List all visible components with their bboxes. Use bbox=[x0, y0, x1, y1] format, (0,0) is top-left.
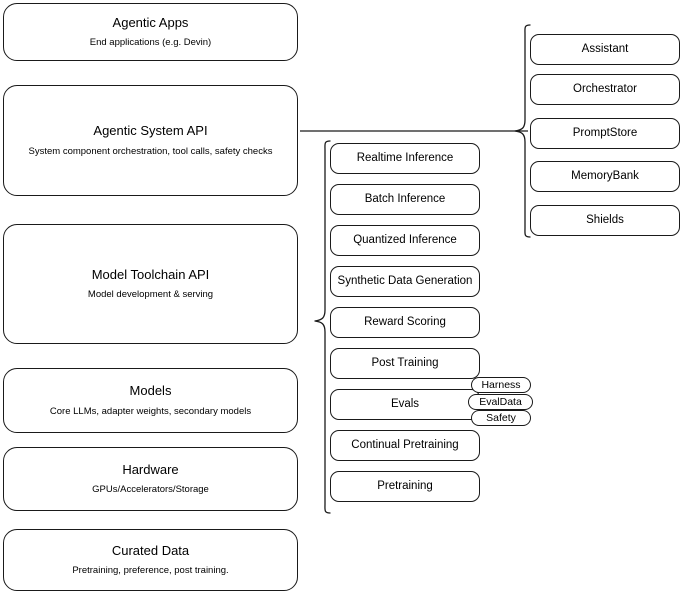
layer-subtitle: Model development & serving bbox=[87, 289, 214, 301]
eval-pill-safety[interactable]: Safety bbox=[471, 410, 531, 426]
capability-label: Realtime Inference bbox=[356, 152, 454, 165]
capability-label: Quantized Inference bbox=[353, 234, 457, 247]
capability-label: Reward Scoring bbox=[364, 316, 446, 329]
capability-post-training[interactable]: Post Training bbox=[330, 348, 480, 379]
layer-title: Curated Data bbox=[111, 542, 190, 558]
brace-model-toolchain-capabilities bbox=[312, 138, 332, 518]
capability-label: Evals bbox=[390, 398, 420, 411]
component-orchestrator[interactable]: Orchestrator bbox=[530, 74, 680, 105]
layer-subtitle: End applications (e.g. Devin) bbox=[89, 37, 212, 49]
capability-label: Pretraining bbox=[377, 480, 433, 493]
eval-pill-label: Safety bbox=[486, 412, 516, 424]
layer-title: Models bbox=[129, 383, 172, 399]
layer-agentic-apps[interactable]: Agentic Apps End applications (e.g. Devi… bbox=[3, 3, 298, 61]
layer-title: Agentic System API bbox=[93, 123, 208, 139]
capability-label: Batch Inference bbox=[364, 193, 446, 206]
eval-pill-label: Harness bbox=[481, 379, 521, 391]
layer-title: Hardware bbox=[122, 461, 179, 477]
capability-continual-pretraining[interactable]: Continual Pretraining bbox=[330, 430, 480, 461]
layer-title: Model Toolchain API bbox=[91, 266, 210, 282]
layer-curated-data[interactable]: Curated Data Pretraining, preference, po… bbox=[3, 529, 298, 591]
capability-label: Continual Pretraining bbox=[351, 439, 459, 452]
component-label: Assistant bbox=[581, 43, 629, 56]
capability-pretraining[interactable]: Pretraining bbox=[330, 471, 480, 502]
eval-pill-harness[interactable]: Harness bbox=[471, 377, 531, 393]
layer-model-toolchain-api[interactable]: Model Toolchain API Model development & … bbox=[3, 224, 298, 344]
capability-evals[interactable]: Evals bbox=[330, 389, 480, 420]
capability-realtime-inference[interactable]: Realtime Inference bbox=[330, 143, 480, 174]
component-promptstore[interactable]: PromptStore bbox=[530, 118, 680, 149]
layer-subtitle: Core LLMs, adapter weights, secondary mo… bbox=[49, 405, 252, 417]
eval-pill-label: EvalData bbox=[479, 396, 522, 408]
component-assistant[interactable]: Assistant bbox=[530, 34, 680, 65]
component-label: Orchestrator bbox=[573, 83, 637, 96]
component-label: PromptStore bbox=[572, 127, 638, 140]
component-shields[interactable]: Shields bbox=[530, 205, 680, 236]
component-memorybank[interactable]: MemoryBank bbox=[530, 161, 680, 192]
layer-models[interactable]: Models Core LLMs, adapter weights, secon… bbox=[3, 368, 298, 433]
component-label: Shields bbox=[586, 214, 624, 227]
brace-agentic-system-components bbox=[512, 22, 532, 240]
capability-batch-inference[interactable]: Batch Inference bbox=[330, 184, 480, 215]
capability-label: Synthetic Data Generation bbox=[337, 275, 473, 288]
capability-label: Post Training bbox=[371, 357, 439, 370]
eval-pill-evaldata[interactable]: EvalData bbox=[468, 394, 533, 410]
layer-subtitle: Pretraining, preference, post training. bbox=[72, 565, 229, 577]
layer-hardware[interactable]: Hardware GPUs/Accelerators/Storage bbox=[3, 447, 298, 511]
connector-system-api-to-components bbox=[300, 124, 528, 138]
capability-reward-scoring[interactable]: Reward Scoring bbox=[330, 307, 480, 338]
layer-title: Agentic Apps bbox=[112, 14, 189, 30]
capability-synthetic-data-generation[interactable]: Synthetic Data Generation bbox=[330, 266, 480, 297]
layer-agentic-system-api[interactable]: Agentic System API System component orch… bbox=[3, 85, 298, 196]
layer-subtitle: System component orchestration, tool cal… bbox=[28, 145, 273, 157]
layer-subtitle: GPUs/Accelerators/Storage bbox=[92, 484, 209, 496]
component-label: MemoryBank bbox=[571, 170, 639, 183]
capability-quantized-inference[interactable]: Quantized Inference bbox=[330, 225, 480, 256]
